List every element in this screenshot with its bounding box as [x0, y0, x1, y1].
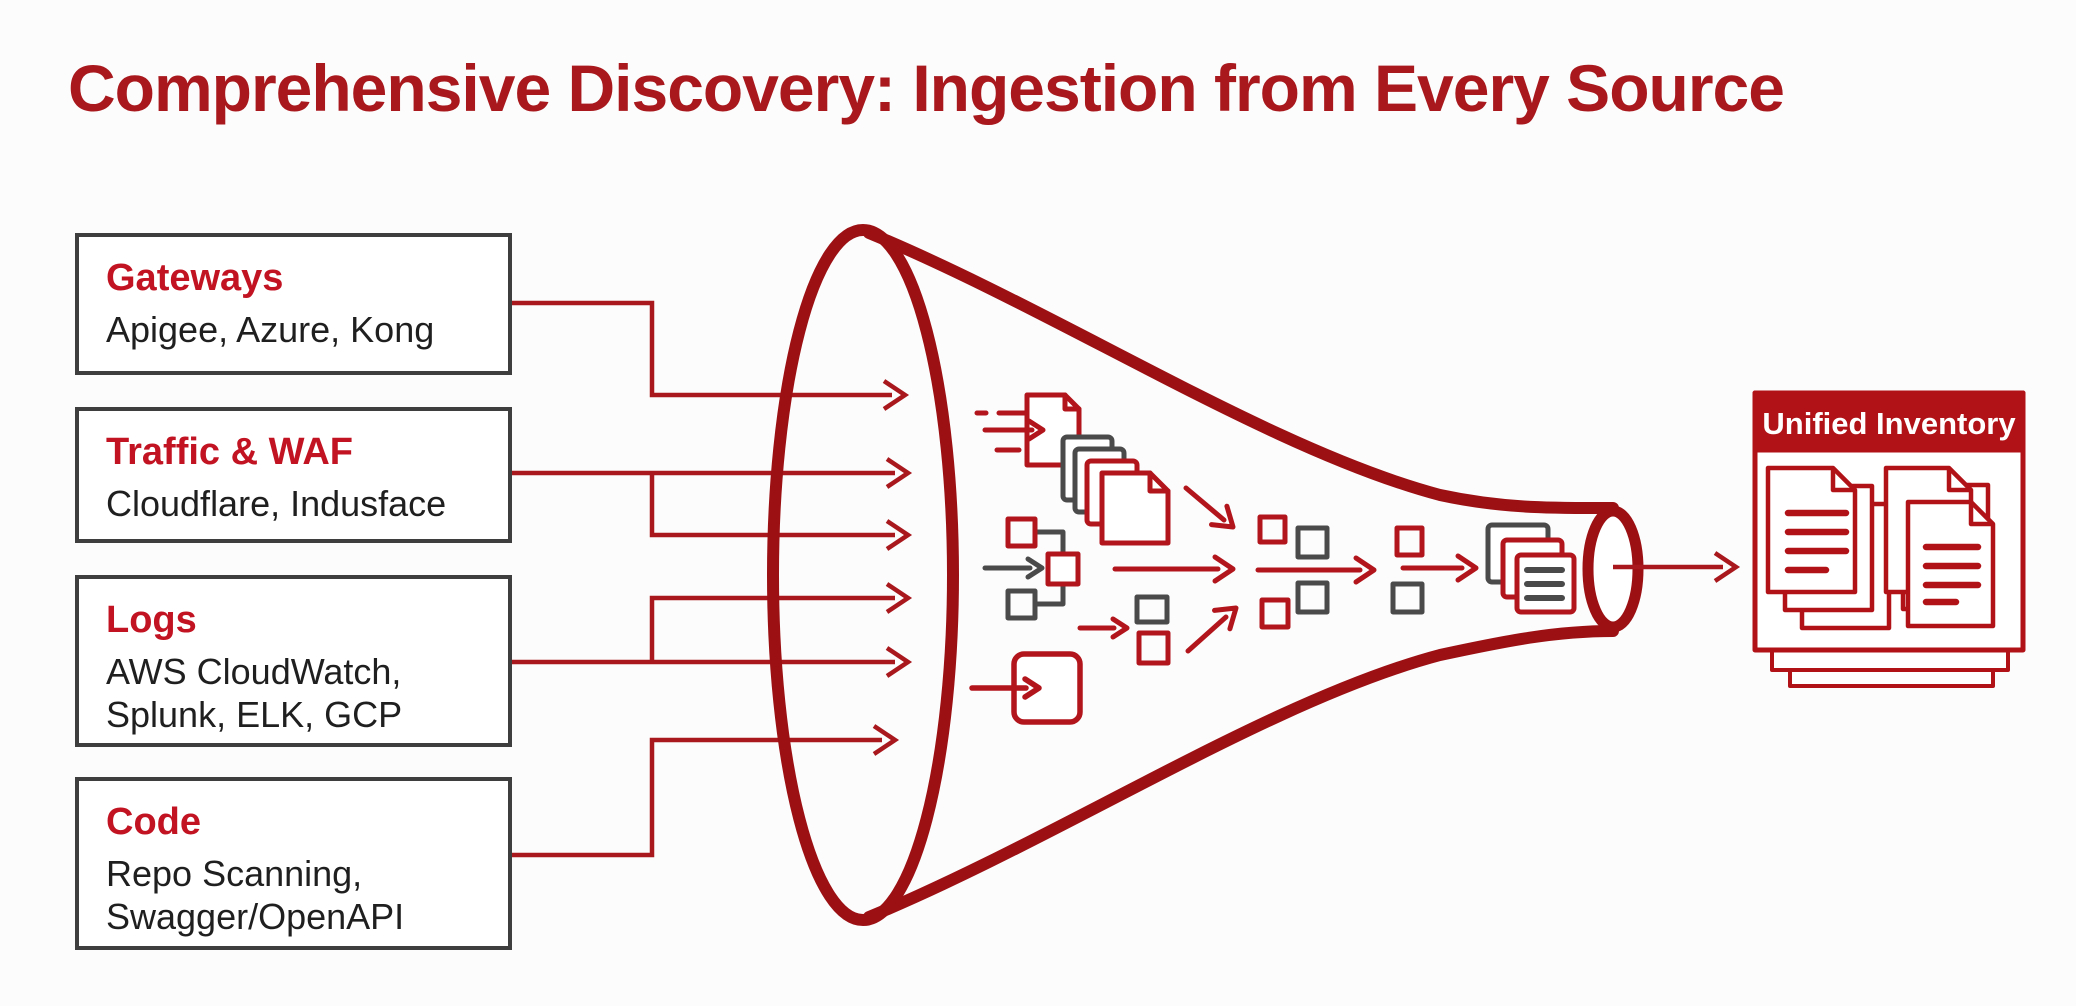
source-box-gateways: Gateways Apigee, Azure, Kong — [75, 233, 512, 375]
inventory-doc-stack-right — [1883, 465, 1996, 629]
funnel-cone-top — [863, 227, 1619, 515]
unified-inventory-title: Unified Inventory — [1762, 406, 2016, 441]
source-detail-line: Repo Scanning, — [106, 852, 363, 894]
sorting-squares-icon — [1077, 594, 1171, 666]
connector-traffic-waf — [512, 457, 913, 551]
arrowhead-icon — [1022, 676, 1042, 700]
merge-arrows — [1112, 485, 1239, 654]
inventory-card-header — [1752, 390, 2026, 453]
source-heading: Code — [106, 801, 201, 843]
source-heading: Gateways — [106, 257, 284, 299]
connector-logs — [512, 582, 913, 678]
page-title: Comprehensive Discovery: Ingestion from … — [68, 51, 1785, 125]
import-icon — [969, 651, 1083, 725]
arrowhead-icon — [1212, 554, 1236, 584]
unified-inventory-card: Unified Inventory — [1752, 390, 2026, 688]
normalized-squares-1 — [1255, 514, 1377, 630]
arrowhead-icon — [1353, 555, 1377, 585]
connector-gateways — [512, 300, 910, 411]
inventory-doc-stack-left — [1765, 465, 1892, 631]
funnel-contents — [969, 392, 1577, 725]
arrowhead-icon — [885, 457, 913, 489]
flowchart-icon — [982, 516, 1081, 621]
source-detail-line: Swagger/OpenAPI — [106, 895, 405, 937]
arrowhead-icon — [1026, 418, 1046, 442]
source-box-code: Code Repo Scanning, Swagger/OpenAPI — [75, 777, 512, 950]
arrowhead-icon — [885, 519, 913, 551]
source-detail-line: Apigee, Azure, Kong — [106, 308, 435, 350]
arrowhead-icon — [882, 379, 910, 411]
source-box-traffic-waf: Traffic & WAF Cloudflare, Indusface — [75, 407, 512, 543]
source-box-logs: Logs AWS CloudWatch, Splunk, ELK, GCP — [75, 575, 512, 747]
source-detail-line: Cloudflare, Indusface — [106, 482, 447, 524]
arrowhead-icon — [1209, 503, 1236, 530]
source-detail-line: Splunk, ELK, GCP — [106, 693, 403, 735]
connector-code — [512, 724, 900, 858]
funnel-cone-bottom — [863, 625, 1619, 923]
arrowhead-icon — [1713, 551, 1741, 583]
arrowhead-icon — [885, 646, 913, 678]
source-detail-line: AWS CloudWatch, — [106, 650, 402, 692]
outlet-arrow — [1613, 551, 1741, 583]
source-heading: Logs — [106, 599, 197, 641]
source-heading: Traffic & WAF — [106, 431, 354, 473]
arrowhead-icon — [872, 724, 900, 756]
arrowhead-icon — [1025, 556, 1045, 580]
normalized-squares-2 — [1390, 525, 1479, 615]
arrowhead-icon — [885, 582, 913, 614]
page-stack-icon — [1485, 522, 1577, 615]
document-stack-icon — [1060, 434, 1171, 546]
arrowhead-icon — [1212, 605, 1239, 632]
arrowhead-icon — [1110, 616, 1130, 640]
funnel-mouth-ellipse — [767, 224, 959, 926]
funnel — [767, 224, 1619, 926]
arrowhead-icon — [1455, 553, 1479, 583]
